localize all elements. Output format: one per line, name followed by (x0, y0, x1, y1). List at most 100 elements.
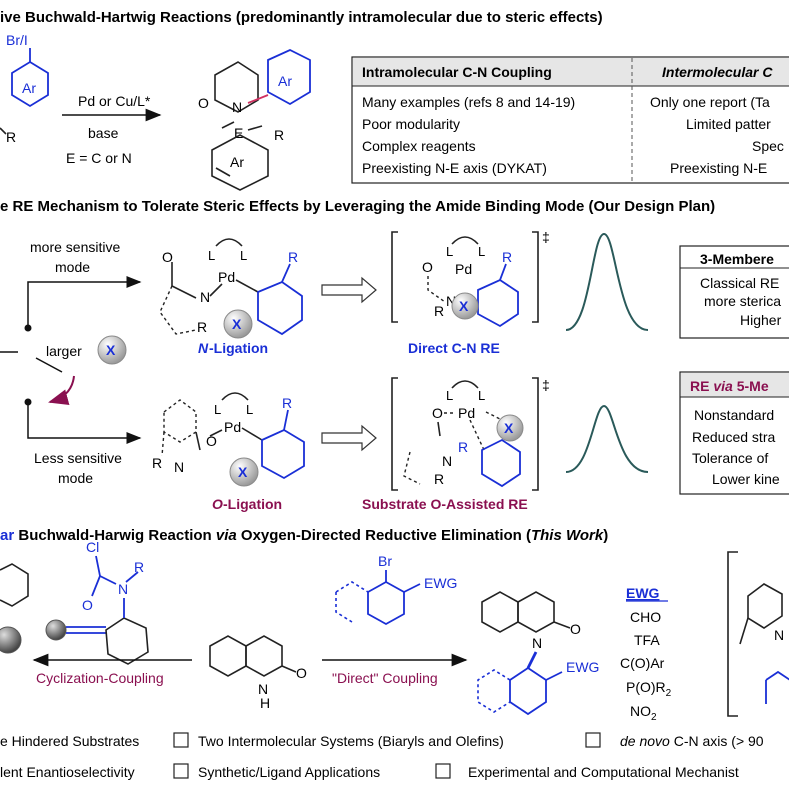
svg-text:more sterica: more sterica (704, 293, 781, 309)
table-cell: Poor modularity (362, 116, 460, 132)
svg-text:‡: ‡ (542, 229, 550, 245)
direct-coupling-arrow: Br EWG "Direct" Coupling (322, 553, 468, 686)
quinolinone-structure: O N H (209, 635, 307, 711)
table-cell: Preexisting N-E (670, 160, 767, 176)
svg-text:R: R (434, 471, 444, 487)
ligand-fragment: N (727, 551, 789, 717)
svg-text:R: R (458, 439, 468, 455)
table-col1-head: Intramolecular C-N Coupling (362, 64, 552, 80)
svg-text:X: X (459, 298, 469, 314)
axially-chiral-product: O N EWG (477, 591, 599, 716)
svg-text:Pd or Cu/L*: Pd or Cu/L* (78, 93, 151, 109)
section-c-header: ar Buchwald-Harwig Reaction via Oxygen-D… (0, 527, 608, 544)
hollow-arrow (321, 424, 377, 452)
svg-text:R: R (282, 395, 292, 411)
svg-text:L: L (478, 244, 485, 259)
svg-text:Cl: Cl (86, 539, 99, 555)
svg-text:O: O (206, 433, 217, 449)
hollow-arrow (321, 276, 377, 304)
svg-text:R: R (288, 249, 298, 265)
svg-text:O: O (432, 405, 443, 421)
svg-text:R: R (134, 559, 144, 575)
n-ligation-complex: L L Pd O N R R X N -Ligation (159, 238, 303, 356)
n-ligation-label-italic: N (198, 340, 209, 356)
halide-label: Br/I (6, 32, 28, 48)
svg-text:Ar: Ar (278, 73, 292, 89)
svg-text:Classical RE: Classical RE (700, 275, 779, 291)
svg-text:E: E (234, 125, 243, 141)
svg-text:R: R (434, 303, 444, 319)
direct-re-transition-state: ‡ L L Pd O N R R X Direct C-N RE (391, 229, 550, 356)
svg-text:EWG: EWG (566, 659, 599, 675)
svg-text:N: N (118, 581, 128, 597)
svg-text:Pd: Pd (224, 419, 241, 435)
energy-barrier-low (565, 404, 649, 473)
svg-text:L: L (478, 388, 485, 403)
svg-text:Cyclization-Coupling: Cyclization-Coupling (36, 670, 164, 686)
section-b-header: e RE Mechanism to Tolerate Steric Effect… (0, 198, 715, 215)
svg-text:Ar: Ar (230, 154, 244, 170)
table-cell: Limited patter (686, 116, 771, 132)
atropisomer-product: O N Ar E R Ar (198, 49, 311, 191)
svg-text:de novo C-N axis (> 90: de novo C-N axis (> 90 (620, 733, 764, 749)
svg-text:R: R (197, 319, 207, 335)
o-assisted-transition-state: ‡ L L Pd O X R N R Substrate O-Assisted … (362, 377, 550, 512)
svg-text:Pd: Pd (458, 405, 475, 421)
svg-text:R: R (274, 127, 284, 143)
svg-text:‡: ‡ (542, 377, 550, 393)
comparison-table: Intramolecular C-N Coupling Intermolecul… (351, 56, 789, 184)
svg-text:larger: larger (46, 343, 82, 359)
svg-text:O: O (162, 249, 173, 265)
svg-text:P(O)R2: P(O)R2 (626, 679, 672, 699)
svg-text:X: X (232, 316, 242, 332)
svg-text:X: X (238, 464, 248, 480)
svg-text:O: O (570, 621, 581, 637)
info-box-3-membered: 3-Membere Classical RE more sterica High… (679, 245, 789, 339)
svg-text:C(O)Ar: C(O)Ar (620, 655, 665, 671)
svg-text:Pd: Pd (455, 261, 472, 277)
svg-text:Br: Br (378, 553, 392, 569)
svg-text:Tolerance of: Tolerance of (692, 450, 768, 466)
svg-text:H: H (260, 695, 270, 711)
table-cell: Many examples (refs 8 and 14-19) (362, 94, 575, 110)
svg-text:Nonstandard: Nonstandard (694, 407, 774, 423)
svg-text:TFA: TFA (634, 632, 660, 648)
svg-text:lent Enantioselectivity: lent Enantioselectivity (0, 764, 135, 780)
svg-text:more sensitive: more sensitive (30, 239, 120, 255)
ewg-list: EWG CHO TFA C(O)Ar P(O)R2 NO2 (620, 585, 672, 723)
svg-text:RE via 5-Me: RE via 5-Me (690, 378, 769, 394)
svg-text:N: N (258, 681, 268, 697)
svg-text:Higher: Higher (740, 312, 782, 328)
svg-text:O: O (82, 597, 93, 613)
svg-text:Experimental and Computational: Experimental and Computational Mechanist (468, 764, 739, 780)
svg-text:N: N (774, 627, 784, 643)
svg-text:Lower kine: Lower kine (712, 471, 780, 487)
n-ligation-label: -Ligation (209, 340, 268, 356)
feature-checklist: e Hindered Substrates Two Intermolecular… (0, 732, 764, 780)
svg-text:Ar: Ar (22, 80, 36, 96)
svg-text:R: R (152, 455, 162, 471)
direct-re-label: Direct C-N RE (408, 340, 500, 356)
svg-text:Reduced stra: Reduced stra (692, 429, 775, 445)
table-cell: Spec (752, 138, 784, 154)
svg-text:base: base (88, 125, 119, 141)
svg-text:mode: mode (58, 470, 93, 486)
svg-text:L: L (446, 388, 453, 403)
svg-text:O: O (296, 665, 307, 681)
svg-text:L: L (246, 402, 253, 417)
svg-text:3-Membere: 3-Membere (700, 251, 774, 267)
info-box-5-membered: RE via 5-Me Nonstandard Reduced stra Tol… (679, 371, 789, 495)
bulky-substituent-ball (97, 335, 127, 365)
svg-text:Less sensitive: Less sensitive (34, 450, 122, 466)
table-col2-head: Intermolecular C (662, 64, 773, 80)
section-a-header: ive Buchwald-Hartwig Reactions (predomin… (0, 9, 603, 26)
svg-text:N: N (446, 293, 456, 309)
svg-text:N: N (232, 99, 242, 115)
o-ligation-label-italic: O (212, 496, 223, 512)
biaryl-fragment (0, 563, 29, 654)
svg-text:N: N (174, 459, 184, 475)
table-cell: Preexisting N-E axis (DYKAT) (362, 160, 547, 176)
checkbox-icon (173, 763, 189, 779)
energy-barrier-high (565, 232, 649, 331)
